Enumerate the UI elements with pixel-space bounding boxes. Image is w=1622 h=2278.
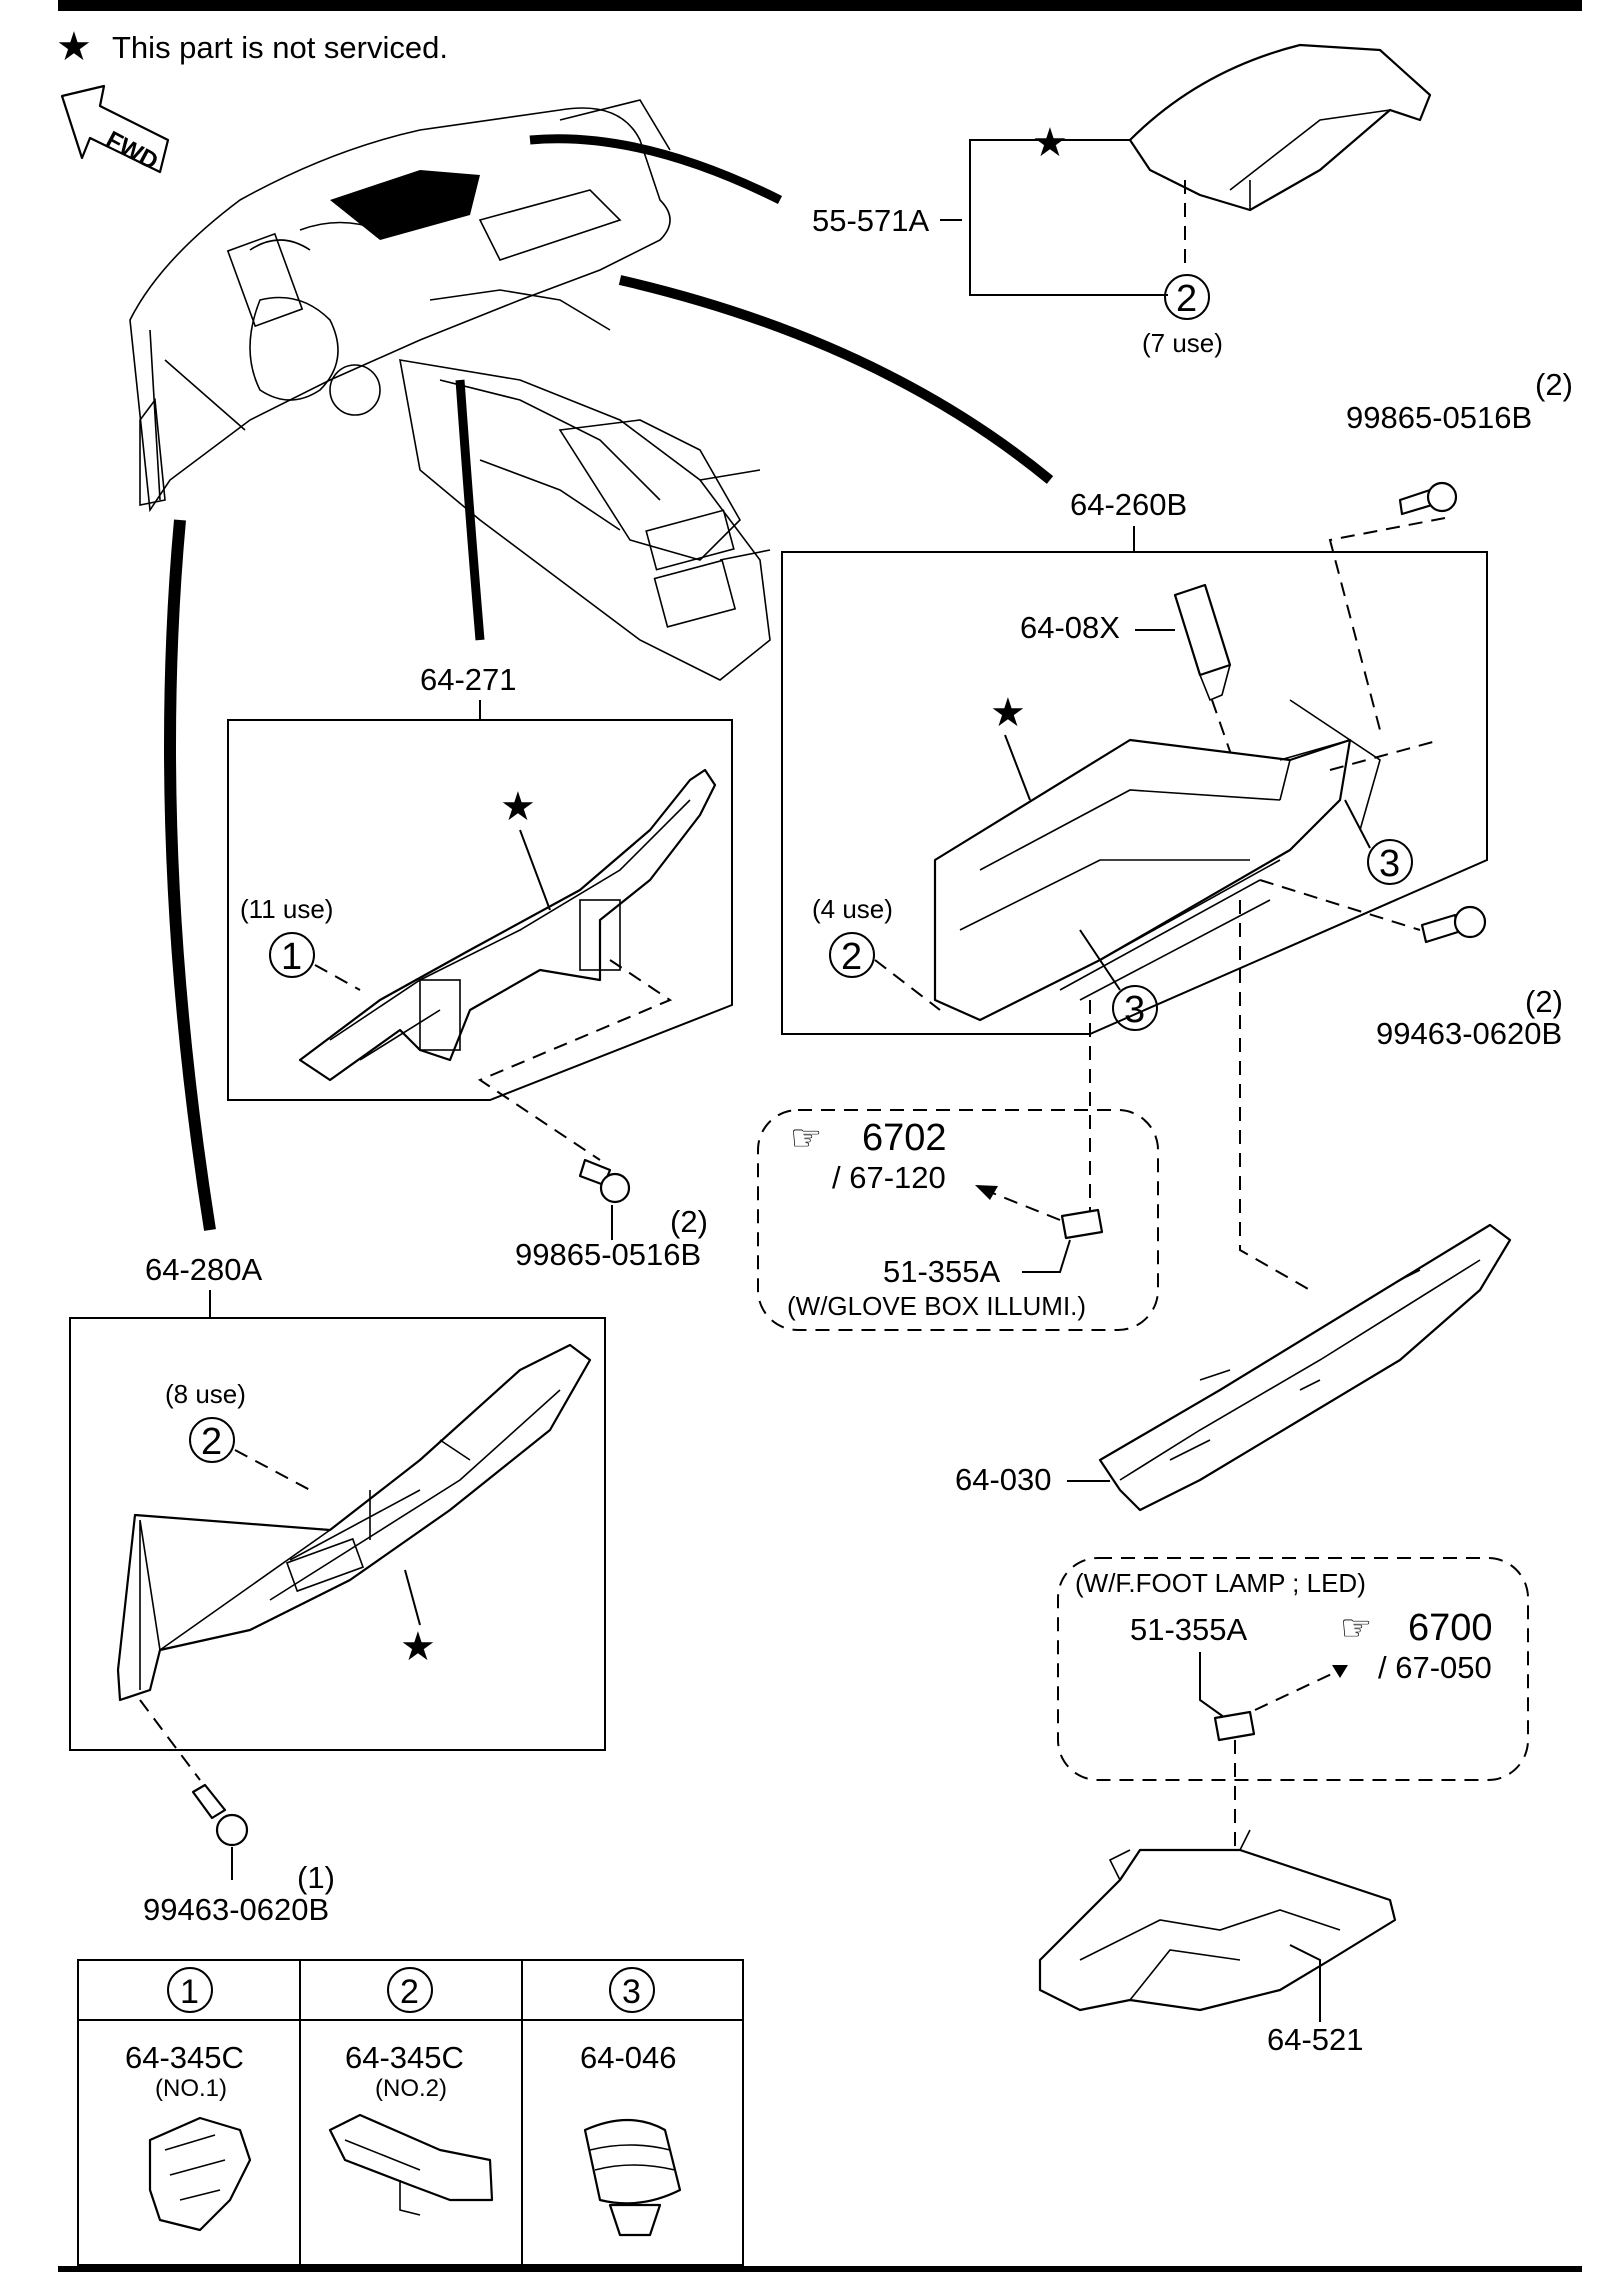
- leader-curve-64-271: [455, 379, 485, 641]
- ref-6702-sub: / 67-120: [832, 1160, 946, 1195]
- legend-num-3: 3: [622, 1973, 641, 2011]
- legend-part-2: 64-345C: [345, 2040, 464, 2075]
- bolt-64-271-label: 99865-0516B: [515, 1237, 701, 1272]
- circle1-271: 1: [281, 936, 302, 978]
- part-64-280A-panel: [116, 1343, 592, 1702]
- star-64-260B: ★: [990, 691, 1026, 735]
- part-64-08X-bulb: [1173, 583, 1232, 677]
- label-64-030: 64-030: [955, 1462, 1052, 1497]
- ref-6702-group: ☞ 6702 / 67-120 51-355A (W/GLOVE BOX ILL…: [757, 1109, 1159, 1331]
- header-note-text: This part is not serviced.: [112, 30, 448, 65]
- box-glove-illumi: [757, 1109, 1159, 1331]
- leader-curve-64-260: [618, 275, 1054, 484]
- circle3-a: 3: [1379, 843, 1400, 885]
- legend-col-2: 2 64-345C (NO.2): [328, 1967, 494, 2216]
- circle2-280: 2: [201, 1421, 222, 1463]
- label-55-571A: 55-571A: [812, 203, 930, 238]
- legend-sub-2: (NO.2): [375, 2075, 447, 2102]
- use11-label: (11 use): [240, 894, 333, 924]
- fwd-arrow-icon: FWD: [60, 84, 170, 176]
- bottom-border-bar: [58, 2266, 1582, 2272]
- part-64-260B-group: 64-260B 64-08X ★ 3 3 (4 use) 2: [781, 487, 1488, 1291]
- box-64-271: [227, 719, 733, 1101]
- bolt-99463-mid: (2) 99463-0620B: [1259, 879, 1563, 1051]
- leader-curve-64-280: [164, 519, 216, 1231]
- star-64-280A: ★: [400, 1625, 436, 1669]
- label-64-08X: 64-08X: [1020, 610, 1120, 645]
- grommet-3-icon: [583, 2118, 682, 2205]
- part-55-571A-cover: [1128, 43, 1432, 212]
- bolt-64-271-qty: (2): [670, 1204, 708, 1239]
- use4-label: (4 use): [812, 894, 893, 924]
- star-55-571A: ★: [1032, 121, 1068, 165]
- legend-col-1: 1 64-345C (NO.1): [125, 1967, 252, 2232]
- ref-6700: 6700: [1408, 1607, 1493, 1649]
- bolt-top-right-qty: (2): [1535, 367, 1573, 402]
- bolt-right-mid-qty: (2): [1525, 984, 1563, 1019]
- legend-num-1: 1: [180, 1973, 199, 2011]
- part-64-030-lid: [1098, 1223, 1512, 1512]
- bolt-99865-top: (2) 99865-0516B: [1328, 367, 1573, 731]
- label-64-521: 64-521: [1267, 2022, 1364, 2057]
- legend-num-2: 2: [400, 1973, 419, 2011]
- circle2-55: 2: [1176, 278, 1197, 320]
- leader-curve-55: [529, 134, 783, 205]
- bolt-top-right-label: 99865-0516B: [1346, 400, 1532, 435]
- label-51-355A-bottom: 51-355A: [1130, 1612, 1248, 1647]
- clip-2-icon: [328, 2113, 494, 2202]
- clip-1-icon: [148, 2116, 252, 2232]
- bolt-bottom-left-label: 99463-0620B: [143, 1892, 329, 1927]
- label-64-260B: 64-260B: [1070, 487, 1187, 522]
- ref-6700-group: (W/F.FOOT LAMP ; LED) 51-355A ☞ 6700 / 6…: [1057, 1557, 1529, 1870]
- legend-sub-1: (NO.1): [155, 2075, 227, 2102]
- part-64-030-group: 64-030: [955, 1223, 1512, 1512]
- legend-table: 1 64-345C (NO.1) 2 64-345C (NO.2) 3 64-0…: [77, 1959, 744, 2266]
- dashboard-overview: [129, 99, 771, 681]
- part-64-280A-group: 64-280A (8 use) 2 ★ (1) 99463-0620B: [69, 1252, 606, 1927]
- box-64-260B: [781, 551, 1488, 1035]
- hand-icon-6700: ☞: [1340, 1607, 1372, 1648]
- box-foot-lamp: [1057, 1557, 1529, 1781]
- box-64-280A: [69, 1317, 606, 1751]
- legend-part-1: 64-345C: [125, 2040, 244, 2075]
- top-border-bar: [58, 0, 1582, 11]
- part-64-260B-glovebox: [933, 738, 1352, 1022]
- star-64-271: ★: [500, 785, 536, 829]
- foot-lamp-label: (W/F.FOOT LAMP ; LED): [1075, 1568, 1366, 1598]
- circle3-b: 3: [1124, 989, 1145, 1031]
- hand-icon-6702: ☞: [790, 1117, 822, 1158]
- circle2-260: 2: [841, 936, 862, 978]
- part-64-521-group: 64-521: [1038, 1829, 1397, 2057]
- part-64-271-group: 64-271 ★ (11 use) 1 (2) 99865-0516B: [227, 662, 733, 1272]
- glove-illumi-label: (W/GLOVE BOX ILLUMI.): [787, 1291, 1086, 1321]
- legend-col-3: 3 64-046: [580, 1967, 682, 2237]
- label-64-271: 64-271: [420, 662, 517, 697]
- label-51-355A-top: 51-355A: [883, 1254, 1001, 1289]
- label-64-280A: 64-280A: [145, 1252, 263, 1287]
- part-55-571A-group: ★ 55-571A 2 (7 use): [812, 43, 1432, 358]
- ref-6700-sub: / 67-050: [1378, 1650, 1492, 1685]
- legend-part-3: 64-046: [580, 2040, 677, 2075]
- use7-label: (7 use): [1142, 328, 1223, 358]
- use8-label: (8 use): [165, 1379, 246, 1409]
- ref-6702: 6702: [862, 1117, 947, 1159]
- bolt-right-mid-label: 99463-0620B: [1376, 1016, 1562, 1051]
- header-star: ★: [56, 25, 92, 69]
- bolt-bottom-left-qty: (1): [297, 1860, 335, 1895]
